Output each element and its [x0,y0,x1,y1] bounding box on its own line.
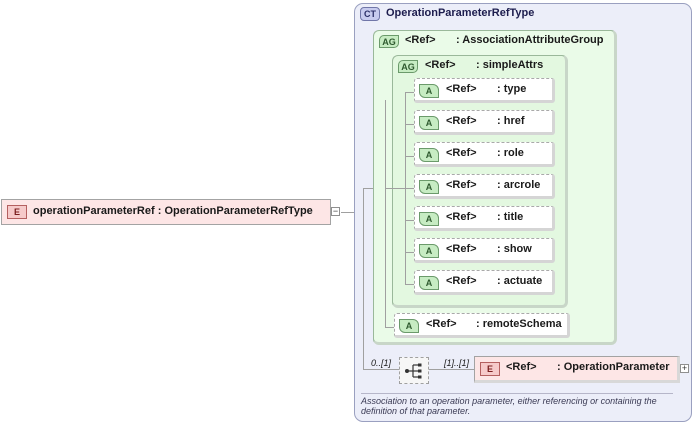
connector-line [405,252,414,253]
attribute-tag-icon: A [419,148,439,162]
attribute-remote-schema[interactable] [394,313,570,338]
attribute-tag-icon: A [419,276,439,290]
connector-line [429,369,474,370]
attribute-name: : arcrole [497,179,541,191]
connector-line [405,188,414,189]
connector-line [405,156,414,157]
connector-line [385,188,405,189]
attribute-ref: <Ref> [446,147,477,159]
attribute-group-tag-icon: AG [379,35,399,48]
attribute-ref: <Ref> [446,83,477,95]
root-element-name: operationParameterRef : OperationParamet… [33,205,313,217]
connector-line [341,212,363,213]
attribute-group-tag-icon: AG [398,60,418,73]
root-element-type: : OperationParameterRefType [157,205,313,217]
connector-line [363,188,364,369]
child-element-ref: <Ref> [506,361,537,373]
attribute-ref: <Ref> [446,115,477,127]
connector-line [405,220,414,221]
connector-line [405,124,414,125]
connector-line [405,92,414,93]
connector-line [363,369,399,370]
child-element-multiplicity: [1]..[1] [444,358,470,368]
attribute-tag-icon: A [399,319,419,333]
attribute-group-name: : AssociationAttributeGroup [456,34,604,46]
attribute-tag-icon: A [419,84,439,98]
attribute-ref: <Ref> [426,318,457,330]
attribute-tag-icon: A [419,116,439,130]
expand-icon[interactable]: + [680,363,689,373]
child-element-operation-parameter[interactable] [474,356,680,383]
attribute-tag-icon: A [419,244,439,258]
connector-line [385,100,386,327]
root-element-box[interactable] [1,199,331,225]
attribute-group-ref: <Ref> [405,34,436,46]
element-tag-icon: E [480,362,500,376]
attribute-name: : title [497,211,524,223]
attribute-name: : type [497,83,527,95]
root-element-label: operationParameterRef [33,205,155,217]
attribute-name: : remoteSchema [476,318,562,330]
attribute-tag-icon: A [419,212,439,226]
child-element-name: : OperationParameter [557,361,670,373]
attribute-ref: <Ref> [446,275,477,287]
attribute-title[interactable] [414,206,555,231]
documentation-separator [361,393,673,394]
connector-line [385,327,394,328]
attribute-name: : actuate [497,275,543,287]
complex-type-title: OperationParameterRefType [386,7,535,19]
connector-line [405,284,414,285]
documentation-text: Association to an operation parameter, e… [361,396,657,416]
attribute-ref: <Ref> [446,243,477,255]
attribute-group-ref: <Ref> [425,59,456,71]
attribute-name: : href [497,115,525,127]
attribute-group-name: : simpleAttrs [476,59,544,71]
collapse-icon[interactable]: − [331,206,340,216]
complex-type-tag-icon: CT [360,7,380,21]
attribute-name: : show [497,243,532,255]
attribute-ref: <Ref> [446,179,477,191]
attribute-name: : role [497,147,524,159]
element-tag-icon: E [7,205,27,219]
sequence-icon [405,363,422,379]
attribute-tag-icon: A [419,180,439,194]
attribute-arcrole[interactable] [414,174,555,199]
sequence-multiplicity: 0..[1] [371,358,392,368]
attribute-ref: <Ref> [446,211,477,223]
